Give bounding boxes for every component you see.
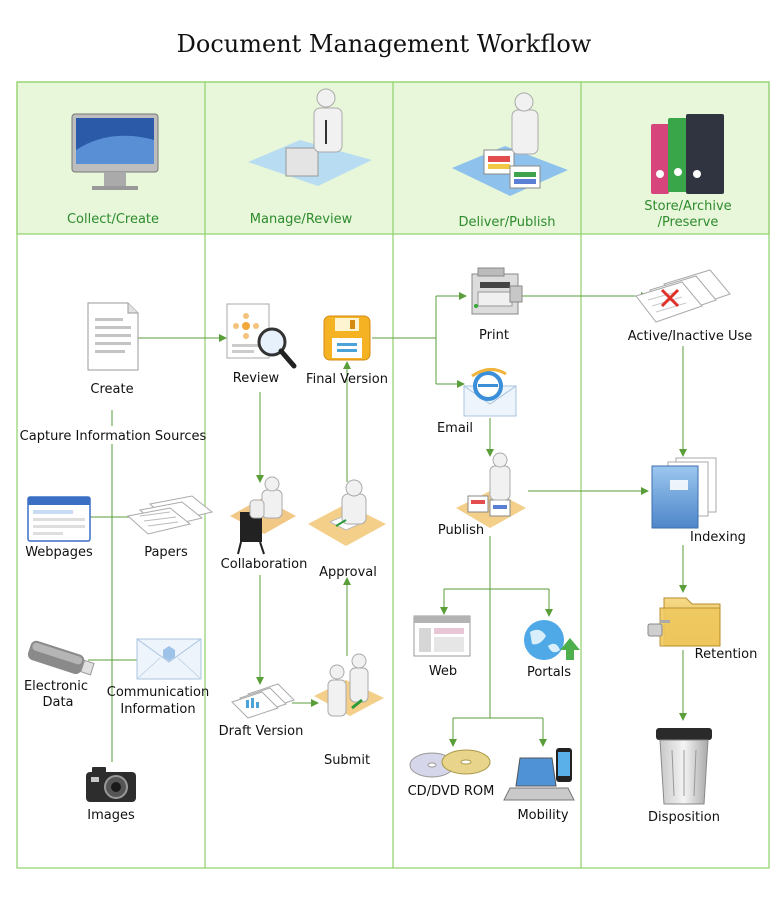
lane-store: Store/Archive /Preserve: [644, 114, 732, 230]
lane-collect: Collect/Create: [67, 113, 159, 227]
email-label: Email: [437, 421, 473, 436]
lane-header-collect: Collect/Create: [67, 212, 159, 227]
lane-header-store-line1: Store/Archive: [644, 199, 731, 214]
lane-deliver: Deliver/Publish: [452, 92, 568, 230]
usb-drive-icon: [27, 640, 95, 676]
images-label: Images: [87, 808, 135, 823]
node-cd-dvd-rom: CD/DVD ROM: [408, 749, 495, 799]
indexing-label: Indexing: [690, 530, 746, 545]
node-create: Create: [87, 302, 139, 397]
electronic-data-label-line2: Data: [42, 695, 73, 710]
publisher-desk-icon: [452, 92, 568, 196]
node-electronic-data: Electronic Data: [24, 640, 95, 710]
web-label: Web: [429, 664, 457, 679]
lane-header-manage: Manage/Review: [250, 212, 353, 227]
node-retention: Retention: [647, 597, 758, 662]
envelope-icon: [136, 638, 202, 680]
lane-manage: Manage/Review: [248, 88, 372, 227]
final-version-label: Final Version: [306, 372, 388, 387]
node-disposition: Disposition: [648, 728, 720, 825]
node-draft-version: Draft Version: [219, 683, 304, 739]
node-email: Email: [437, 368, 517, 436]
draft-pages-icon: [231, 683, 295, 719]
lane-header-deliver: Deliver/Publish: [459, 215, 556, 230]
node-print: Print: [471, 267, 523, 343]
node-review: Review: [226, 303, 297, 386]
document-icon: [87, 302, 139, 371]
magnifier-document-icon: [226, 303, 297, 369]
cd-dvd-rom-label: CD/DVD ROM: [408, 784, 495, 799]
node-portals: Portals: [524, 620, 580, 680]
active-inactive-use-label: Active/Inactive Use: [628, 329, 753, 344]
rejected-documents-icon: [635, 269, 731, 323]
node-webpages: Webpages: [25, 496, 93, 560]
disposition-label: Disposition: [648, 810, 720, 825]
ie-envelope-icon: [463, 368, 517, 417]
node-communication-information: Communication Information: [107, 638, 209, 717]
locked-folder-icon: [647, 597, 721, 647]
papers-stack-icon: [126, 495, 214, 535]
capture-sources-label: Capture Information Sources: [20, 429, 207, 444]
lane-header-store-line2: /Preserve: [658, 215, 719, 230]
communication-label-line1: Communication: [107, 685, 209, 700]
imac-icon: [71, 113, 159, 190]
publishing-desk-icon: [456, 452, 526, 528]
papers-label: Papers: [144, 545, 188, 560]
node-images: Images: [86, 767, 136, 823]
review-label: Review: [233, 371, 280, 386]
node-final-version: Final Version: [306, 315, 388, 387]
approval-label: Approval: [319, 565, 377, 580]
create-label: Create: [90, 382, 133, 397]
node-approval: Approval: [308, 479, 386, 580]
retention-label: Retention: [695, 647, 758, 662]
connectors: [88, 292, 687, 762]
collaboration-label: Collaboration: [221, 557, 308, 572]
node-papers: Papers: [126, 495, 214, 560]
trash-bin-icon: [656, 728, 712, 805]
communication-label-line2: Information: [120, 702, 195, 717]
node-web: Web: [413, 615, 471, 679]
print-label: Print: [479, 328, 509, 343]
indexed-folder-icon: [651, 457, 717, 529]
binders-icon: [651, 114, 724, 194]
diagram-title: Document Management Workflow: [177, 30, 592, 58]
node-mobility: Mobility: [503, 748, 575, 823]
web-page-icon: [413, 615, 471, 657]
disc-icon: [409, 749, 491, 778]
portals-label: Portals: [527, 665, 571, 680]
browser-window-icon: [27, 496, 91, 542]
person-at-desk-icon: [248, 88, 372, 186]
webpages-label: Webpages: [25, 545, 93, 560]
printer-icon: [471, 267, 523, 315]
globe-upload-icon: [524, 620, 580, 660]
node-collaboration: Collaboration: [221, 476, 308, 572]
node-publish: Publish: [438, 452, 526, 538]
electronic-data-label-line1: Electronic: [24, 679, 88, 694]
submit-label: Submit: [324, 753, 370, 768]
node-active-inactive-use: Active/Inactive Use: [628, 269, 753, 344]
camera-icon: [86, 767, 136, 802]
publish-label: Publish: [438, 523, 484, 538]
draft-version-label: Draft Version: [219, 724, 304, 739]
meeting-icon: [230, 476, 296, 555]
node-indexing: Indexing: [651, 457, 746, 545]
signing-desk-icon: [308, 479, 386, 546]
node-submit: Submit: [314, 653, 384, 768]
handover-icon: [314, 653, 384, 717]
laptop-phone-icon: [503, 748, 575, 801]
floppy-disk-icon: [323, 315, 371, 361]
mobility-label: Mobility: [517, 808, 568, 823]
